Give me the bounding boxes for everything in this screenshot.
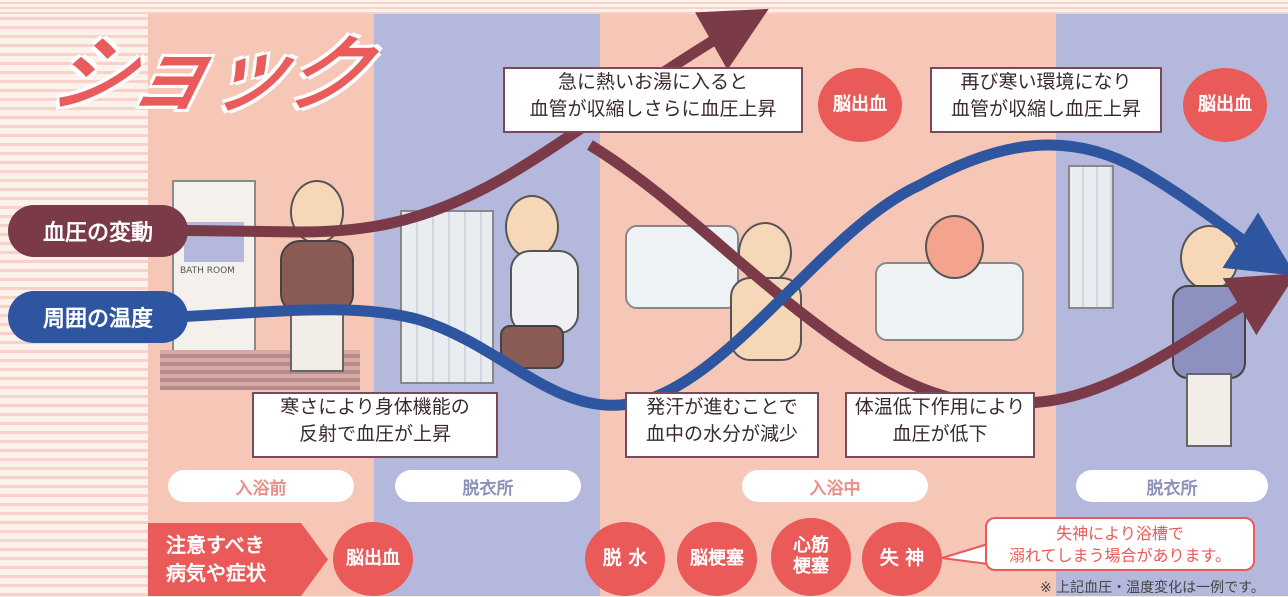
phase-bathing: 入浴中 [742,470,928,502]
callout-line: 失神により浴槽で [1056,524,1184,543]
temperature-label: 周囲の温度 [8,291,188,343]
note-line: 血管が収縮し血圧上昇 [950,98,1141,120]
symptom-dehydration: 脱 水 [585,522,665,596]
callout-line: 溺れてしまう場合があります。 [1009,546,1231,565]
bp-label: 血圧の変動 [8,205,188,257]
note-line: 寒さにより身体機能の [280,396,470,418]
attention-line: 注意すべき [166,533,265,557]
phase-dressing-room-2: 脱衣所 [1076,470,1268,502]
note-line: 急に熱いお湯に入ると [557,71,748,93]
note-temp-drop: 体温低下作用により 血圧が低下 [845,392,1035,458]
symptom-cerebral-infarction: 脳梗塞 [677,522,757,596]
symptom-line: 心筋 [793,535,829,557]
callout-pointer [941,542,989,566]
folding-door-1 [400,210,494,384]
attention-line: 病気や症状 [166,561,266,585]
elderly-man-3 [730,222,802,372]
note-line: 血中の水分が減少 [645,423,798,445]
symptom-line: 梗塞 [793,556,829,577]
footnote: ※ 上記血圧・温度変化は一例です。 [1040,580,1265,596]
stroke-badge: 脳出血 [818,68,902,142]
note-line: 血圧が低下 [892,423,988,445]
temperature-line [149,139,1288,411]
note-line: 体温低下作用により [854,396,1026,418]
note-line: 血管が収縮しさらに血圧上昇 [529,98,777,120]
note-sweating: 発汗が進むことで 血中の水分が減少 [625,392,819,458]
syncope-callout: 失神により浴槽で 溺れてしまう場合があります。 [985,517,1255,571]
note-line: 反射で血圧が上昇 [298,423,451,445]
stroke-badge: 脳出血 [1183,68,1267,142]
phase-dressing-room-1: 脱衣所 [395,470,581,502]
note-line: 発汗が進むことで [646,396,798,418]
note-line: 再び寒い環境になり [960,71,1132,93]
note-cold-again: 再び寒い環境になり 血管が収縮し血圧上昇 [930,67,1162,133]
bathroom-door: BATH ROOM [172,180,256,374]
attention-box: 注意すべき 病気や症状 [148,523,328,596]
note-cold-reflex: 寒さにより身体機能の 反射で血圧が上昇 [252,392,498,458]
shock-title: ショック [41,28,377,123]
note-hot-water: 急に熱いお湯に入ると 血管が収縮しさらに血圧上昇 [503,67,803,133]
symptom-myocardial-infarction: 心筋 梗塞 [771,518,851,596]
elderly-man-4 [925,215,984,279]
elderly-man-2 [500,195,585,385]
symptom-cerebral-hemorrhage: 脳出血 [333,522,413,596]
folding-door-2 [1068,165,1114,309]
phase-before-bath: 入浴前 [168,470,354,502]
door-sign: BATH ROOM [180,266,235,276]
symptom-syncope: 失 神 [862,522,942,596]
top-stripes-decoration [0,0,1288,14]
